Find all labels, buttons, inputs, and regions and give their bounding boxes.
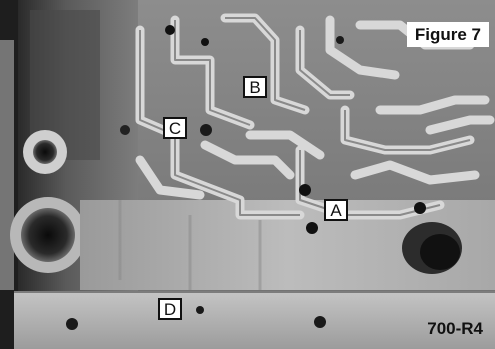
figure-title: Figure 7 — [406, 22, 489, 47]
callout-d: D — [158, 298, 182, 320]
callout-a: A — [324, 199, 348, 221]
model-label: 700-R4 — [427, 319, 483, 338]
callout-b: B — [243, 76, 267, 98]
callout-c: C — [163, 117, 187, 139]
